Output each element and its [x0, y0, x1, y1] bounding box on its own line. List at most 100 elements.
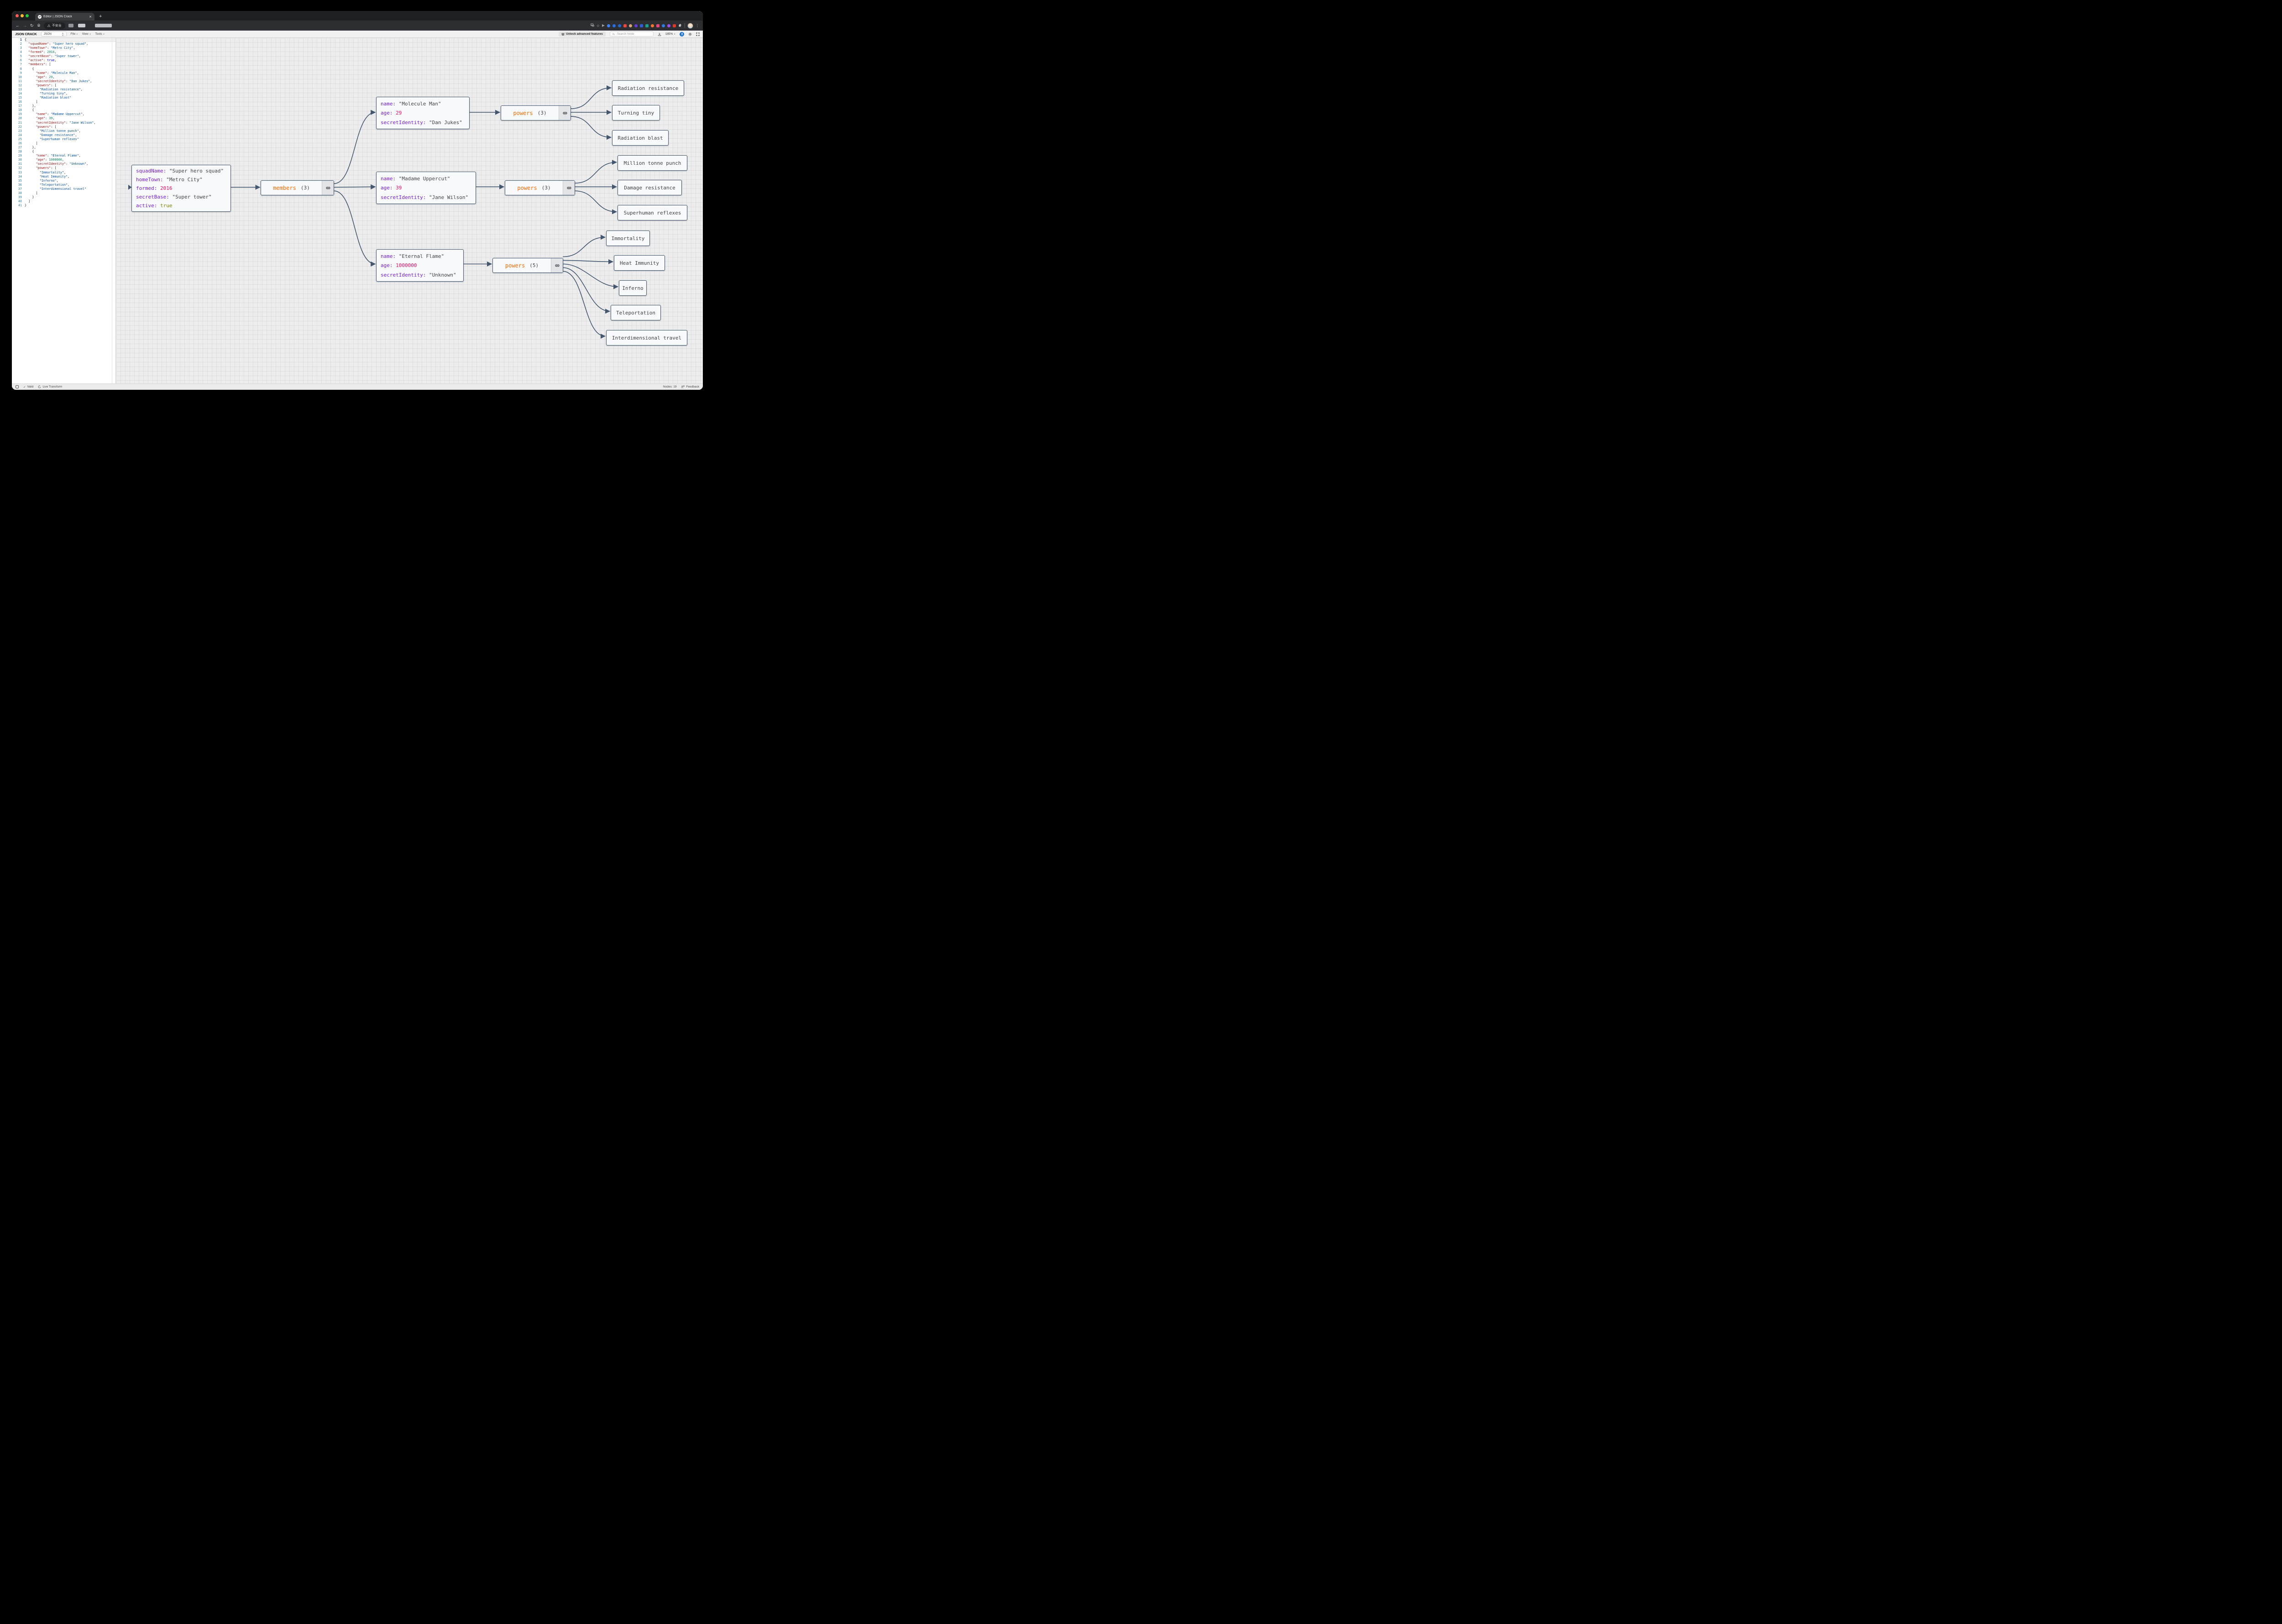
node-search [610, 31, 654, 37]
line-number: 6 [12, 58, 25, 63]
node-row: age: 39 [381, 185, 471, 191]
home-button[interactable] [37, 23, 41, 28]
tools-menu[interactable]: Tools∨ [95, 32, 105, 36]
line-content: "Turning tiny", [25, 92, 115, 96]
graph-node-l5[interactable]: Damage resistance [618, 180, 682, 195]
graph-node-l8[interactable]: Heat Immunity [614, 255, 665, 271]
graph-node-root[interactable]: squadName: "Super hero squad"homeTown: "… [131, 165, 231, 212]
line-number: 11 [12, 79, 25, 84]
line-content: "powers": [ [25, 84, 115, 88]
browser-address-bar: ← → ↻ ⚠ 不安全 A ☆ [12, 21, 703, 31]
jsoncrack-favicon-icon [38, 15, 42, 19]
status-bar: ✓ Valid Live Transform Nodes: 19 Feedbac… [12, 383, 703, 390]
graph-node-l11[interactable]: Interdimensional travel [606, 330, 687, 346]
settings-gear-icon[interactable] [688, 32, 692, 36]
line-content: "secretIdentity": "Dan Jukes", [25, 79, 115, 84]
live-transform-toggle[interactable]: Live Transform [38, 385, 62, 388]
lock-extension-icon[interactable] [640, 24, 643, 27]
file-menu[interactable]: File∨ [71, 32, 78, 36]
graph-node-l6[interactable]: Superhuman reflexes [618, 205, 687, 220]
active-browser-tab[interactable]: Editor | JSON Crack ✕ [35, 13, 94, 21]
person-icon [680, 32, 684, 36]
editor-line: 14 "Turning tiny", [12, 92, 115, 96]
ring-extension-icon[interactable] [662, 24, 665, 27]
format-select-value: JSON [44, 32, 52, 36]
pin-extension-icon[interactable] [607, 24, 610, 27]
minimize-window-button[interactable] [21, 14, 24, 17]
graph-node-m1[interactable]: name: "Molecule Man"age: 29secretIdentit… [376, 97, 470, 129]
translate-pink-extension-icon[interactable] [656, 24, 659, 27]
graph-node-l10[interactable]: Teleportation [611, 305, 661, 320]
graph-node-p2[interactable]: powers(3) [505, 180, 575, 195]
back-button[interactable]: ← [16, 24, 20, 28]
tab-title: Editor | JSON Crack [43, 15, 87, 18]
line-number: 7 [12, 63, 25, 67]
zoom-level-select[interactable]: 185%∨ [665, 32, 675, 36]
graph-node-m2[interactable]: name: "Madame Uppercut"age: 39secretIden… [376, 172, 476, 204]
format-select[interactable]: JSON [41, 31, 67, 37]
forward-button[interactable]: → [23, 24, 27, 28]
graph-node-l3[interactable]: Radiation blast [612, 130, 669, 146]
violet-extension-icon[interactable] [667, 24, 670, 27]
profile-avatar[interactable] [687, 23, 693, 29]
graph-node-l1[interactable]: Radiation resistance [612, 80, 684, 96]
feedback-button[interactable]: Feedback [681, 385, 699, 388]
account-button[interactable] [680, 32, 684, 37]
window-controls [16, 14, 29, 17]
maximize-window-button[interactable] [26, 14, 29, 17]
security-chip[interactable]: ⚠ 不安全 [44, 22, 65, 29]
red-doc-extension-icon[interactable] [673, 24, 676, 27]
leaf-node-text: Radiation resistance [618, 85, 678, 91]
graph-canvas[interactable]: squadName: "Super hero squad"homeTown: "… [116, 38, 703, 383]
view-menu[interactable]: View∨ [82, 32, 91, 36]
node-link-icon[interactable] [551, 258, 563, 272]
leaf-node-text: Million tonne punch [624, 160, 681, 166]
line-content: "members": [ [25, 63, 115, 67]
tab-close-icon[interactable]: ✕ [89, 15, 92, 19]
sider-extension-icon[interactable] [612, 24, 616, 27]
line-content: "Superhuman reflexes" [25, 137, 115, 141]
graph-node-l7[interactable]: Immortality [606, 231, 650, 246]
jsoncrack-logo[interactable]: JSON CRACK [15, 32, 37, 36]
node-link-icon[interactable] [563, 181, 575, 195]
bookmark-star-icon[interactable]: ☆ [597, 24, 600, 28]
json-editor[interactable]: 1{2 "squadName": "Super hero squad",3 "h… [12, 38, 116, 383]
unlock-advanced-button[interactable]: Unlock advanced features [559, 31, 606, 37]
node-row: name: "Molecule Man" [381, 101, 465, 107]
graph-node-members[interactable]: members(3) [261, 180, 334, 195]
graph-node-m3[interactable]: name: "Eternal Flame"age: 1000000secretI… [376, 249, 464, 282]
shield-extension-icon[interactable] [623, 24, 627, 27]
reload-button[interactable]: ↻ [30, 24, 34, 28]
editor-panel-toggle-icon[interactable] [16, 385, 19, 388]
indigo-extension-icon[interactable] [634, 24, 638, 27]
graph-node-l4[interactable]: Million tonne punch [618, 155, 687, 171]
new-tab-button[interactable]: + [99, 14, 102, 19]
node-link-icon[interactable] [322, 181, 334, 195]
line-number: 29 [12, 154, 25, 158]
graph-node-l2[interactable]: Turning tiny [612, 105, 660, 120]
download-button[interactable] [658, 32, 661, 36]
graph-node-p1[interactable]: powers(3) [501, 105, 571, 120]
extensions-puzzle-icon[interactable] [678, 23, 682, 28]
editor-line: 8 { [12, 67, 115, 71]
cursor-extension-icon[interactable] [602, 24, 605, 27]
face-extension-icon[interactable] [629, 24, 632, 27]
graph-edge [563, 237, 605, 257]
line-number: 36 [12, 183, 25, 187]
wave-extension-icon[interactable] [618, 24, 621, 27]
orange-extension-icon[interactable] [651, 24, 654, 27]
teal-m-extension-icon[interactable] [645, 24, 649, 27]
fullscreen-button[interactable] [696, 32, 700, 36]
graph-node-l9[interactable]: Inferno [619, 280, 647, 296]
node-search-input[interactable] [616, 32, 651, 36]
graph-edge [575, 162, 617, 183]
graph-edge [575, 191, 617, 212]
node-link-icon[interactable] [559, 106, 570, 120]
line-number: 15 [12, 96, 25, 100]
graph-edge [563, 260, 613, 262]
graph-node-p3[interactable]: powers(5) [492, 258, 563, 273]
editor-line: 39 } [12, 195, 115, 199]
translate-icon[interactable]: A [591, 23, 594, 28]
browser-menu-icon[interactable]: ⋮ [696, 24, 699, 28]
close-window-button[interactable] [16, 14, 19, 17]
